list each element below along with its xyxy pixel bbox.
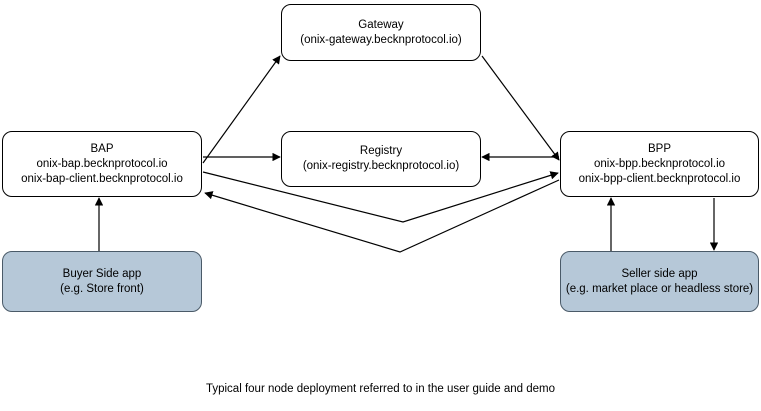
node-bpp[interactable]: BPP onix-bpp.becknprotocol.io onix-bpp-c… [560, 131, 759, 197]
node-buyer-subtitle: (e.g. Store front) [60, 282, 144, 295]
node-gateway[interactable]: Gateway (onix-gateway.becknprotocol.io) [281, 4, 481, 61]
node-gateway-title: Gateway [358, 18, 404, 31]
edge-bpp-to-bap [204, 179, 560, 253]
node-bap-detail: onix-bap-client.becknprotocol.io [21, 172, 183, 185]
node-bap[interactable]: BAP onix-bap.becknprotocol.io onix-bap-c… [2, 131, 202, 197]
diagram-caption: Typical four node deployment referred to… [205, 383, 556, 395]
edge-bap-to-bpp [202, 171, 559, 223]
node-bap-subtitle: onix-bap.becknprotocol.io [36, 157, 168, 170]
node-gateway-subtitle: (onix-gateway.becknprotocol.io) [300, 33, 462, 46]
node-seller-side-app[interactable]: Seller side app (e.g. market place or he… [560, 251, 759, 312]
node-buyer-side-app[interactable]: Buyer Side app (e.g. Store front) [2, 251, 202, 312]
node-registry-title: Registry [359, 145, 403, 157]
node-registry-subtitle: (onix-registry.becknprotocol.io) [302, 160, 460, 172]
node-bap-title: BAP [90, 142, 114, 155]
node-bpp-detail: onix-bpp-client.becknprotocol.io [578, 172, 741, 185]
edge-gateway-to-bpp [481, 55, 560, 161]
edge-bap-to-gateway [202, 55, 281, 164]
node-registry[interactable]: Registry (onix-registry.becknprotocol.io… [281, 131, 481, 187]
node-buyer-title: Buyer Side app [62, 267, 142, 280]
node-seller-subtitle: (e.g. market place or headless store) [565, 282, 754, 295]
node-bpp-subtitle: onix-bpp.becknprotocol.io [593, 157, 726, 170]
node-seller-title: Seller side app [621, 267, 698, 280]
node-bpp-title: BPP [647, 142, 671, 155]
